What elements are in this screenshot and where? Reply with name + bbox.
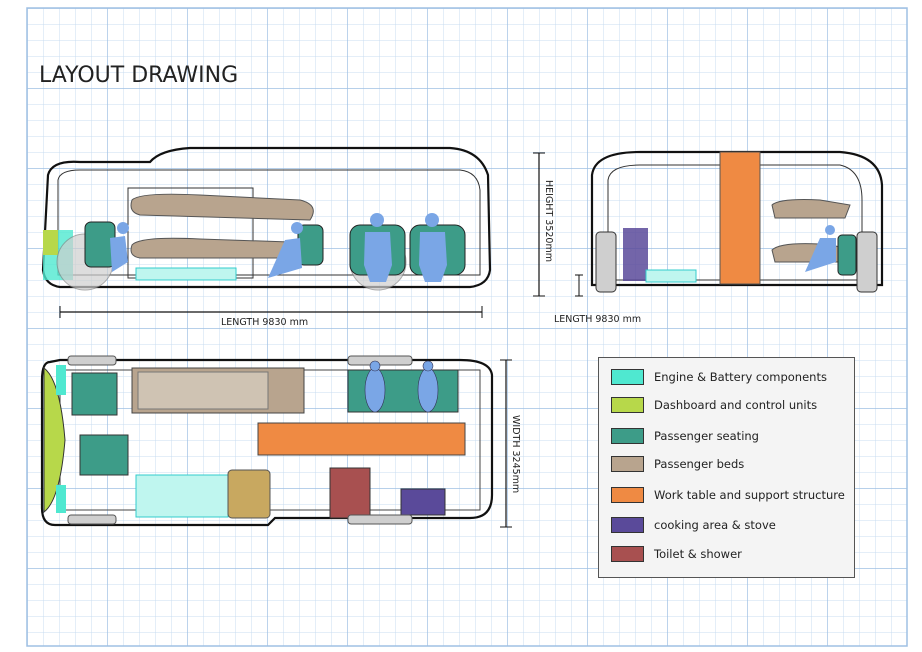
- battery-floor: [135, 267, 237, 281]
- legend-item-seating: Passenger seating: [611, 427, 759, 445]
- plan-view: WIDTH 3245mm: [40, 355, 521, 528]
- battery-floor: [645, 269, 697, 283]
- toilet-shower: [329, 467, 371, 519]
- legend-item-toilet: Toilet & shower: [611, 545, 742, 563]
- battery-plan: [135, 474, 229, 518]
- front-view: HEIGHT 3520mm LENGTH 9830 mm: [533, 150, 884, 325]
- legend-item-table: Work table and support structure: [611, 486, 845, 504]
- front-length-label: LENGTH 9830 mm: [554, 314, 641, 325]
- engine-plan: [56, 485, 66, 513]
- stove: [623, 228, 648, 281]
- legend-swatch: [611, 397, 644, 413]
- person-icons: [364, 360, 439, 413]
- person-icons: [110, 213, 447, 282]
- legend-swatch: [611, 487, 644, 503]
- seat: [837, 234, 857, 276]
- width-label: WIDTH 3245mm: [510, 415, 521, 493]
- work-table: [257, 422, 466, 456]
- wheel: [856, 231, 878, 293]
- side-length-label: LENGTH 9830 mm: [221, 317, 308, 328]
- legend-swatch: [611, 517, 644, 533]
- legend-swatch: [611, 456, 644, 472]
- upper-bed: [130, 193, 314, 221]
- work-table-column: [719, 151, 761, 285]
- side-view: LENGTH 9830 mm: [41, 146, 492, 328]
- legend-item-beds: Passenger beds: [611, 455, 744, 473]
- legend-swatch: [611, 428, 644, 444]
- legend-item-engine: Engine & Battery components: [611, 368, 827, 386]
- drawing-title: LAYOUT DRAWING: [39, 63, 238, 88]
- seat: [79, 434, 129, 476]
- lower-bed: [130, 237, 300, 259]
- dashboard-plan: [43, 366, 66, 514]
- sheet-border: [26, 7, 908, 647]
- engine-plan: [56, 365, 66, 395]
- legend: Engine & Battery components Dashboard an…: [598, 357, 855, 578]
- seat: [347, 369, 459, 413]
- dashboard-block: [43, 230, 58, 255]
- legend-swatch: [611, 369, 644, 385]
- seat: [71, 372, 118, 416]
- legend-swatch: [611, 546, 644, 562]
- bed-plan: [227, 469, 271, 519]
- wheel: [595, 231, 617, 293]
- wheels-plan: [67, 355, 413, 525]
- stove-plan: [400, 488, 446, 516]
- height-label: HEIGHT 3520mm: [543, 180, 554, 262]
- legend-item-dashboard: Dashboard and control units: [611, 396, 817, 414]
- legend-item-cooking: cooking area & stove: [611, 516, 776, 534]
- upper-bed: [771, 199, 851, 219]
